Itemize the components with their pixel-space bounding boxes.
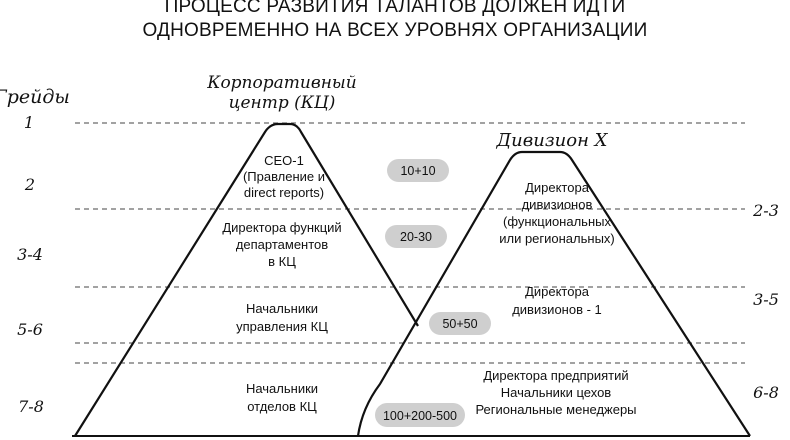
badge-2-text: 20-30 [400,230,432,244]
grade-left-2: 2 [24,175,35,194]
corporate-level-3-line-1: Начальники [246,301,318,316]
division-level-1-line-3: (функциональных [503,214,611,229]
division-label: Дивизион X [496,130,609,151]
division-level-3: Директора предприятий Начальники цехов Р… [475,368,636,417]
division-pyramid [356,150,751,437]
corporate-level-2-line-3: в КЦ [268,254,296,269]
grade-left-1: 1 [24,113,34,132]
title-line-2: ОДНОВРЕМЕННО НА ВСЕХ УРОВНЯХ ОРГАНИЗАЦИИ [142,20,648,41]
corporate-pyramid [74,122,419,437]
corporate-level-2-line-1: Директора функций [222,220,341,235]
division-level-1-line-4: или региональных) [499,231,615,246]
grade-right-3: 6-8 [753,383,779,402]
corporate-level-1-line-1: CEO-1 [264,153,304,168]
division-level-2-line-1: Директора [525,284,590,299]
division-level-3-line-3: Региональные менеджеры [475,402,636,417]
badge-2: 20-30 [385,225,447,248]
division-level-1: Директора дивизионов (функциональных или… [499,180,615,246]
badge-3-text: 50+50 [442,317,477,331]
corporate-level-1-line-3: direct reports) [244,185,324,200]
badge-1-text: 10+10 [400,164,435,178]
grade-right-1: 2-3 [752,201,779,220]
division-level-3-line-1: Директора предприятий [483,368,628,383]
corporate-level-4-line-2: отделов КЦ [247,399,317,414]
corporate-label-line-1: Корпоративный [206,73,356,93]
corporate-level-4: Начальники отделов КЦ [246,381,318,414]
corporate-level-1-line-2: (Правление и [243,169,325,184]
grade-left-4: 5-6 [17,320,43,339]
grade-right-2: 3-5 [753,290,779,309]
division-level-1-line-1: Директора [525,180,590,195]
grades-header: Грейды [0,86,70,108]
grade-left-5: 7-8 [18,397,44,416]
corporate-label-line-2: центр (КЦ) [229,93,336,113]
corporate-level-2: Директора функций департаментов в КЦ [222,220,341,269]
division-level-3-line-2: Начальники цехов [501,385,612,400]
badge-4: 100+200-500 [375,403,465,427]
grade-left-3: 3-4 [17,245,43,264]
division-level-1-line-2: дивизионов [522,197,593,212]
division-level-2: Директора дивизионов - 1 [512,284,602,317]
corporate-level-4-line-1: Начальники [246,381,318,396]
division-level-2-line-2: дивизионов - 1 [512,302,602,317]
badge-4-text: 100+200-500 [383,409,457,423]
corporate-level-3: Начальники управления КЦ [236,301,328,334]
corporate-level-1: CEO-1 (Правление и direct reports) [243,153,325,200]
corporate-level-3-line-2: управления КЦ [236,319,328,334]
badge-3: 50+50 [429,312,491,335]
badge-1: 10+10 [387,159,449,182]
title-line-1: ПРОЦЕСС РАЗВИТИЯ ТАЛАНТОВ ДОЛЖЕН ИДТИ [164,0,626,17]
corporate-level-2-line-2: департаментов [236,237,328,252]
